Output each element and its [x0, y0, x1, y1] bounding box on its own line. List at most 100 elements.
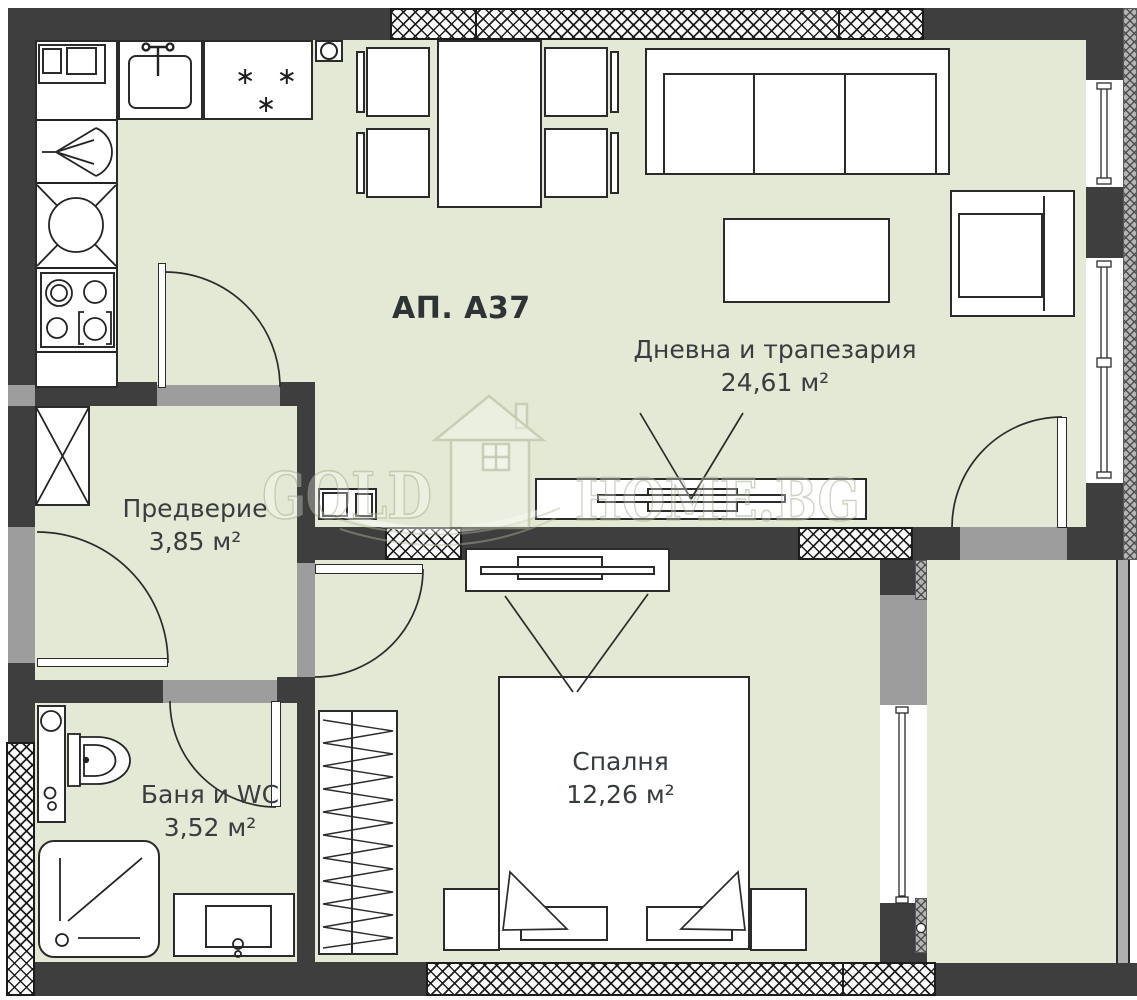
wall-top-left	[8, 8, 390, 40]
vanity-sink	[205, 905, 272, 948]
balcony-door-arc	[951, 416, 1063, 528]
label-living: Дневна и трапезария 24,61 м²	[595, 333, 955, 399]
shelf-box-2	[355, 493, 373, 517]
wall-vertical-lower	[297, 677, 315, 962]
window-glass	[895, 82, 1112, 934]
room-area-hall: 3,85 м²	[148, 527, 242, 556]
parapet-bedroom-balcony	[880, 595, 927, 705]
nightstand-right	[750, 888, 807, 951]
wall-left-upper	[8, 40, 35, 385]
room-area-living: 24,61 м²	[720, 368, 830, 397]
wall-right-pier	[1086, 187, 1123, 258]
wall-living-bedroom-4	[1067, 527, 1086, 560]
room-name-hall: Предверие	[122, 494, 268, 523]
dining-chair-2	[366, 128, 430, 198]
toilet-icon	[67, 733, 131, 787]
apartment-title: АП. А37	[392, 291, 531, 326]
hatch-top-1	[390, 8, 477, 40]
wall-bottom-right	[936, 963, 1137, 996]
hatch-bottom-2	[842, 962, 936, 996]
room-area-bedroom: 12,26 м²	[566, 780, 675, 809]
watermark-homebg: HOME.BG	[575, 466, 860, 534]
threshold-kitchen-door	[157, 385, 280, 406]
shelf-box-1	[322, 492, 348, 517]
dining-chair-1	[366, 47, 430, 117]
wall-kitchen-hall-right	[280, 382, 297, 406]
dining-chair-back-2	[356, 132, 365, 194]
room-area-bath: 3,52 м²	[163, 813, 257, 842]
balcony-railing	[1116, 560, 1130, 963]
dining-chair-3	[544, 47, 608, 117]
boiler-icon	[320, 42, 338, 60]
bathroom-symbols	[40, 710, 244, 958]
watermark-house-icon	[431, 394, 547, 530]
wall-hall-bath	[35, 680, 163, 703]
shower-icon	[55, 857, 143, 947]
armchair-seat	[958, 213, 1043, 298]
hatch-living-bedroom-2	[798, 527, 913, 560]
door-arcs	[36, 271, 1063, 808]
stove-burners-icon	[45, 279, 112, 345]
label-bedroom: Спалня 12,26 м²	[533, 745, 708, 811]
hall-wardrobe-x	[35, 406, 90, 506]
wardrobe-hangers-icon	[322, 711, 394, 954]
wall-left-mid	[8, 406, 35, 527]
round-basin-icon	[36, 184, 117, 267]
wall-living-bedroom-3	[913, 527, 960, 560]
wall-top-right	[924, 8, 1123, 40]
kitchen-door-arc	[164, 271, 281, 388]
wall-hall-bath-corner	[277, 677, 297, 703]
wall-left-lower	[8, 663, 35, 742]
threshold-left-joint	[8, 385, 35, 406]
dining-chair-back-3	[610, 51, 619, 113]
bed-pillows-icon	[502, 870, 746, 931]
kitchen-sink-basin	[128, 55, 192, 109]
threshold-bath-door	[163, 680, 277, 703]
wall-right-corner-top	[1086, 40, 1123, 80]
watermark-swoosh	[334, 499, 567, 533]
room-name-bath: Баня и WC	[140, 780, 280, 809]
kitchen-fridge-counter	[203, 40, 313, 120]
hatch-exterior-right	[1123, 8, 1137, 560]
wall-right-corner-bottom	[1086, 483, 1123, 560]
hood-icon	[42, 127, 113, 177]
hatch-bottom-1	[426, 962, 844, 996]
threshold-balcony-door	[960, 527, 1067, 560]
bath-cabinet-circles	[40, 710, 62, 811]
dining-chair-back-4	[610, 132, 619, 194]
nightstand-left	[443, 888, 500, 951]
drain-pipe-icon	[915, 922, 927, 934]
room-name-bedroom: Спалня	[572, 747, 669, 776]
vanity-faucet-icon	[232, 938, 244, 958]
dining-chair-back-1	[356, 51, 365, 113]
hatch-balcony-wall-top	[915, 560, 927, 600]
hatch-top-3	[838, 8, 924, 40]
dining-chair-4	[544, 128, 608, 198]
entrance-door-arc	[36, 531, 169, 664]
fridge-symbol: ∗ ∗ ∗	[235, 62, 304, 118]
kitchen-door-leaf	[158, 263, 166, 388]
threshold-bedroom-door	[297, 563, 315, 677]
threshold-entrance-door	[8, 527, 35, 663]
room-name-living: Дневна и трапезария	[633, 335, 917, 364]
sofa-cushion-lines	[753, 75, 1045, 311]
floor-balcony	[927, 560, 1116, 963]
wall-living-bedroom-1	[315, 527, 385, 560]
wall-vertical-upper	[297, 382, 315, 563]
kitchen-cabinet-drawer-2	[66, 47, 97, 75]
coffee-table	[723, 218, 890, 303]
bath-door-arc	[169, 700, 277, 808]
dining-table	[437, 40, 542, 208]
watermark-gold: GOLD	[262, 459, 432, 534]
hatch-top-2	[475, 8, 840, 40]
cabinet-v-lines	[504, 412, 744, 693]
watermark: GOLD HOME.BG	[261, 394, 861, 547]
hatch-living-bedroom-1	[385, 527, 462, 560]
hatch-left-bottom	[6, 742, 35, 996]
tv-bedroom-panel	[480, 566, 655, 575]
kitchen-cabinet-drawer-1	[42, 48, 62, 74]
label-hall: Предверие 3,85 м²	[105, 492, 285, 558]
sofa-seat	[663, 73, 937, 175]
